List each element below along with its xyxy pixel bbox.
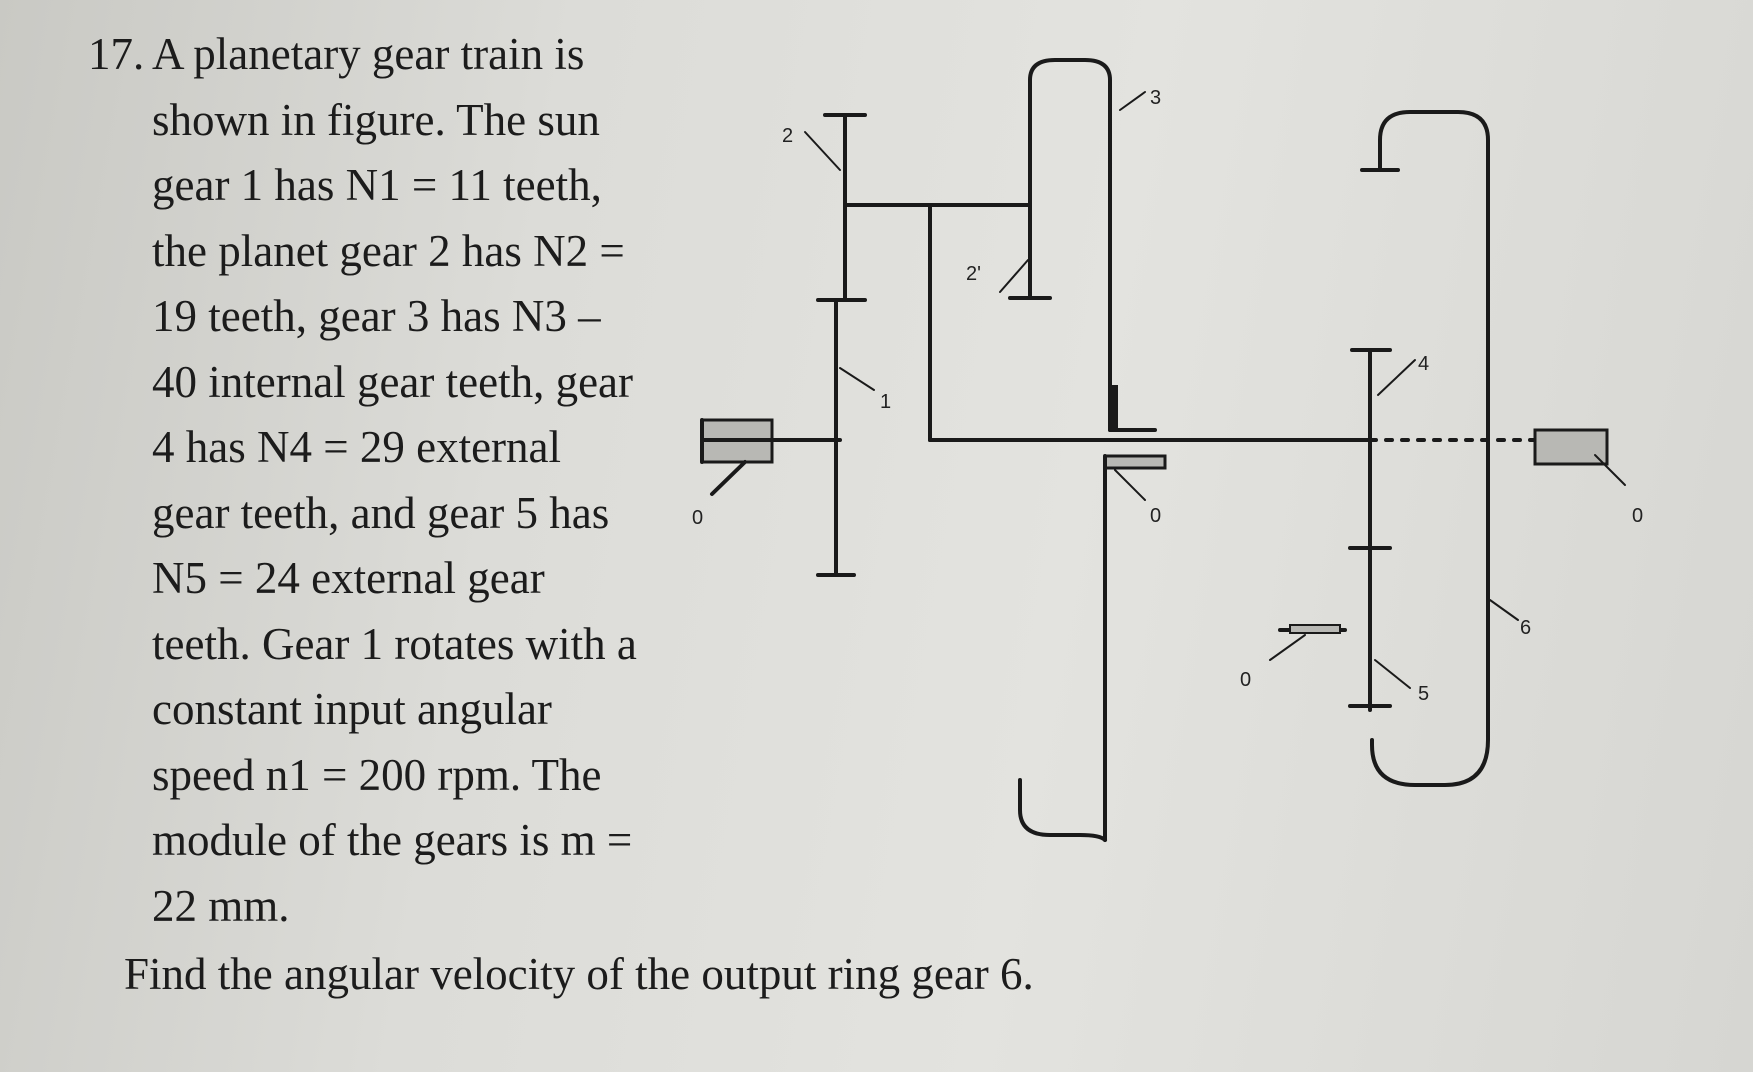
problem-line-3: gear 1 has N1 = 11 teeth, [152,160,602,210]
label-gear-2prime: 2' [966,263,981,285]
problem-text: 17. A planetary gear train is shown in f… [88,22,688,939]
ring-gear-3 [1028,58,1157,432]
lower-bearing [1269,624,1341,661]
problem-line-7: 4 has N4 = 29 external [152,422,562,472]
problem-line-4: the planet gear 2 has N2 = [152,225,625,276]
problem-number: 17. [88,29,145,79]
center-bearing [1103,454,1167,842]
planet-gear-2prime [999,103,1052,300]
planet-gear-2 [804,113,1032,302]
label-gear-1: 1 [880,391,891,413]
carrier-arm [913,203,1112,442]
label-gear-6: 6 [1520,617,1531,639]
label-ground-left: 0 [692,507,703,529]
ring-gear-6 [1360,110,1519,787]
problem-line-2: shown in figure. The sun [152,94,600,145]
label-ground-center: 0 [1150,505,1161,527]
lower-u-member [1018,778,1107,842]
gear-4 [1350,348,1416,662]
problem-line-6: 40 internal gear teeth, gear [152,356,634,407]
label-ground-lower: 0 [1240,669,1251,691]
label-gear-4: 4 [1418,353,1429,375]
problem-question: Find the angular velocity of the output … [124,949,1034,999]
problem-line-11: constant input angular [152,684,552,734]
left-bearing [700,418,842,496]
label-ground-right: 0 [1632,505,1643,527]
problem-line-9: N5 = 24 external gear [152,553,545,603]
label-gear-3: 3 [1150,87,1161,109]
problem-line-10: teeth. Gear 1 rotates with a [152,618,637,669]
problem-line-5: 19 teeth, gear 3 has N3 – [152,291,601,341]
right-bearing [1533,428,1626,486]
sun-gear-1 [816,298,875,577]
problem-line-1: A planetary gear train is [152,29,585,79]
problem-line-12: speed n1 = 200 rpm. The [152,749,602,800]
problem-line-8: gear teeth, and gear 5 has [152,487,610,538]
problem-line-14: 22 mm. [152,880,290,931]
label-gear-2: 2 [782,125,793,147]
label-gear-5: 5 [1418,683,1429,705]
problem-line-13: module of the gears is m = [152,815,633,865]
